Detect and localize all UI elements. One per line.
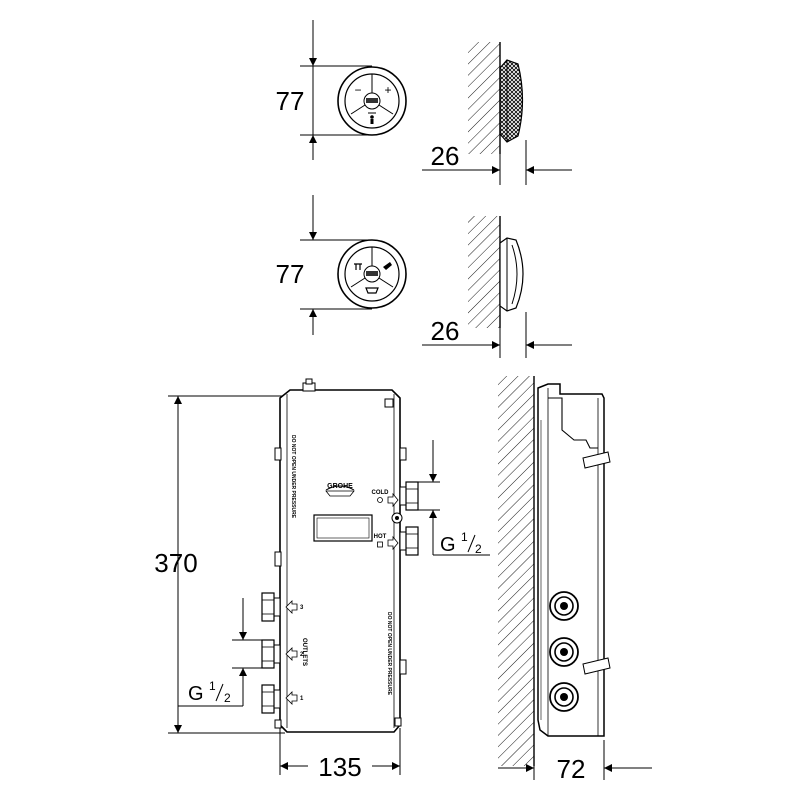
rain-shower-icon [354,263,362,270]
warning-label-bottom: DO NOT OPEN UNDER PRESSURE [386,612,392,696]
hot-inlet-connector [399,526,419,556]
side-connector-1 [549,682,579,712]
thread-size-outlets: G [188,683,204,705]
shower-person-icon [368,112,376,124]
outlets-label: OUTLETS [301,638,307,666]
button-side-view-top: 26 [422,42,572,185]
warning-label-top: DO NOT OPEN UNDER PRESSURE [290,435,296,519]
dimension-box-depth: 72 [557,754,586,784]
outlet-3-label: 3 [300,605,304,611]
hot-label: HOT [374,534,387,540]
brand-label: GROHE [327,483,353,490]
button-side-view-mid: 26 [422,216,572,358]
dimension-box-width: 135 [318,752,361,782]
hand-shower-icon [383,262,392,270]
outlet-connector-2 [261,639,281,669]
side-connector-2 [549,637,579,667]
dimension-button-diameter-top: 77 [276,86,305,116]
outlet-1-label: 1 [300,696,304,702]
svg-text:2: 2 [224,691,231,705]
grohe-logo: GROHE [325,483,355,497]
outlet-2-arrow-icon [285,647,298,661]
thread-size-inlet: G [440,534,456,556]
outlet-2-label: 2 [300,652,304,658]
outlet-connector-3 [261,592,281,622]
svg-text:1: 1 [461,530,468,544]
dimension-button-depth-top: 26 [431,141,460,171]
concealed-box-front-view: 370 135 DO NOT OPEN UNDER PRESSURE DO NO… [154,378,490,782]
outlet-3-arrow-icon [285,600,298,614]
dimension-box-height: 370 [154,548,197,578]
cold-inlet-connector [399,481,419,511]
plus-icon: + [384,83,391,97]
dimension-button-depth-mid: 26 [431,316,460,346]
side-connector-3 [549,591,579,621]
dimension-button-diameter-mid: 77 [276,259,305,289]
outlet-1-arrow-icon [285,691,298,705]
minus-icon: − [354,83,361,97]
svg-text:2: 2 [475,542,482,556]
outlet-connector-1 [261,684,281,714]
hot-inlet-arrow-icon [387,535,399,551]
bathtub-icon [365,287,379,294]
button-front-view-mid: 77 [276,195,407,335]
cold-label: COLD [372,490,390,496]
cold-inlet-arrow-icon [387,492,399,508]
concealed-box-side-view: 72 [498,376,652,784]
svg-text:1: 1 [209,679,216,693]
button-front-view-top: 77 − + [276,20,407,160]
